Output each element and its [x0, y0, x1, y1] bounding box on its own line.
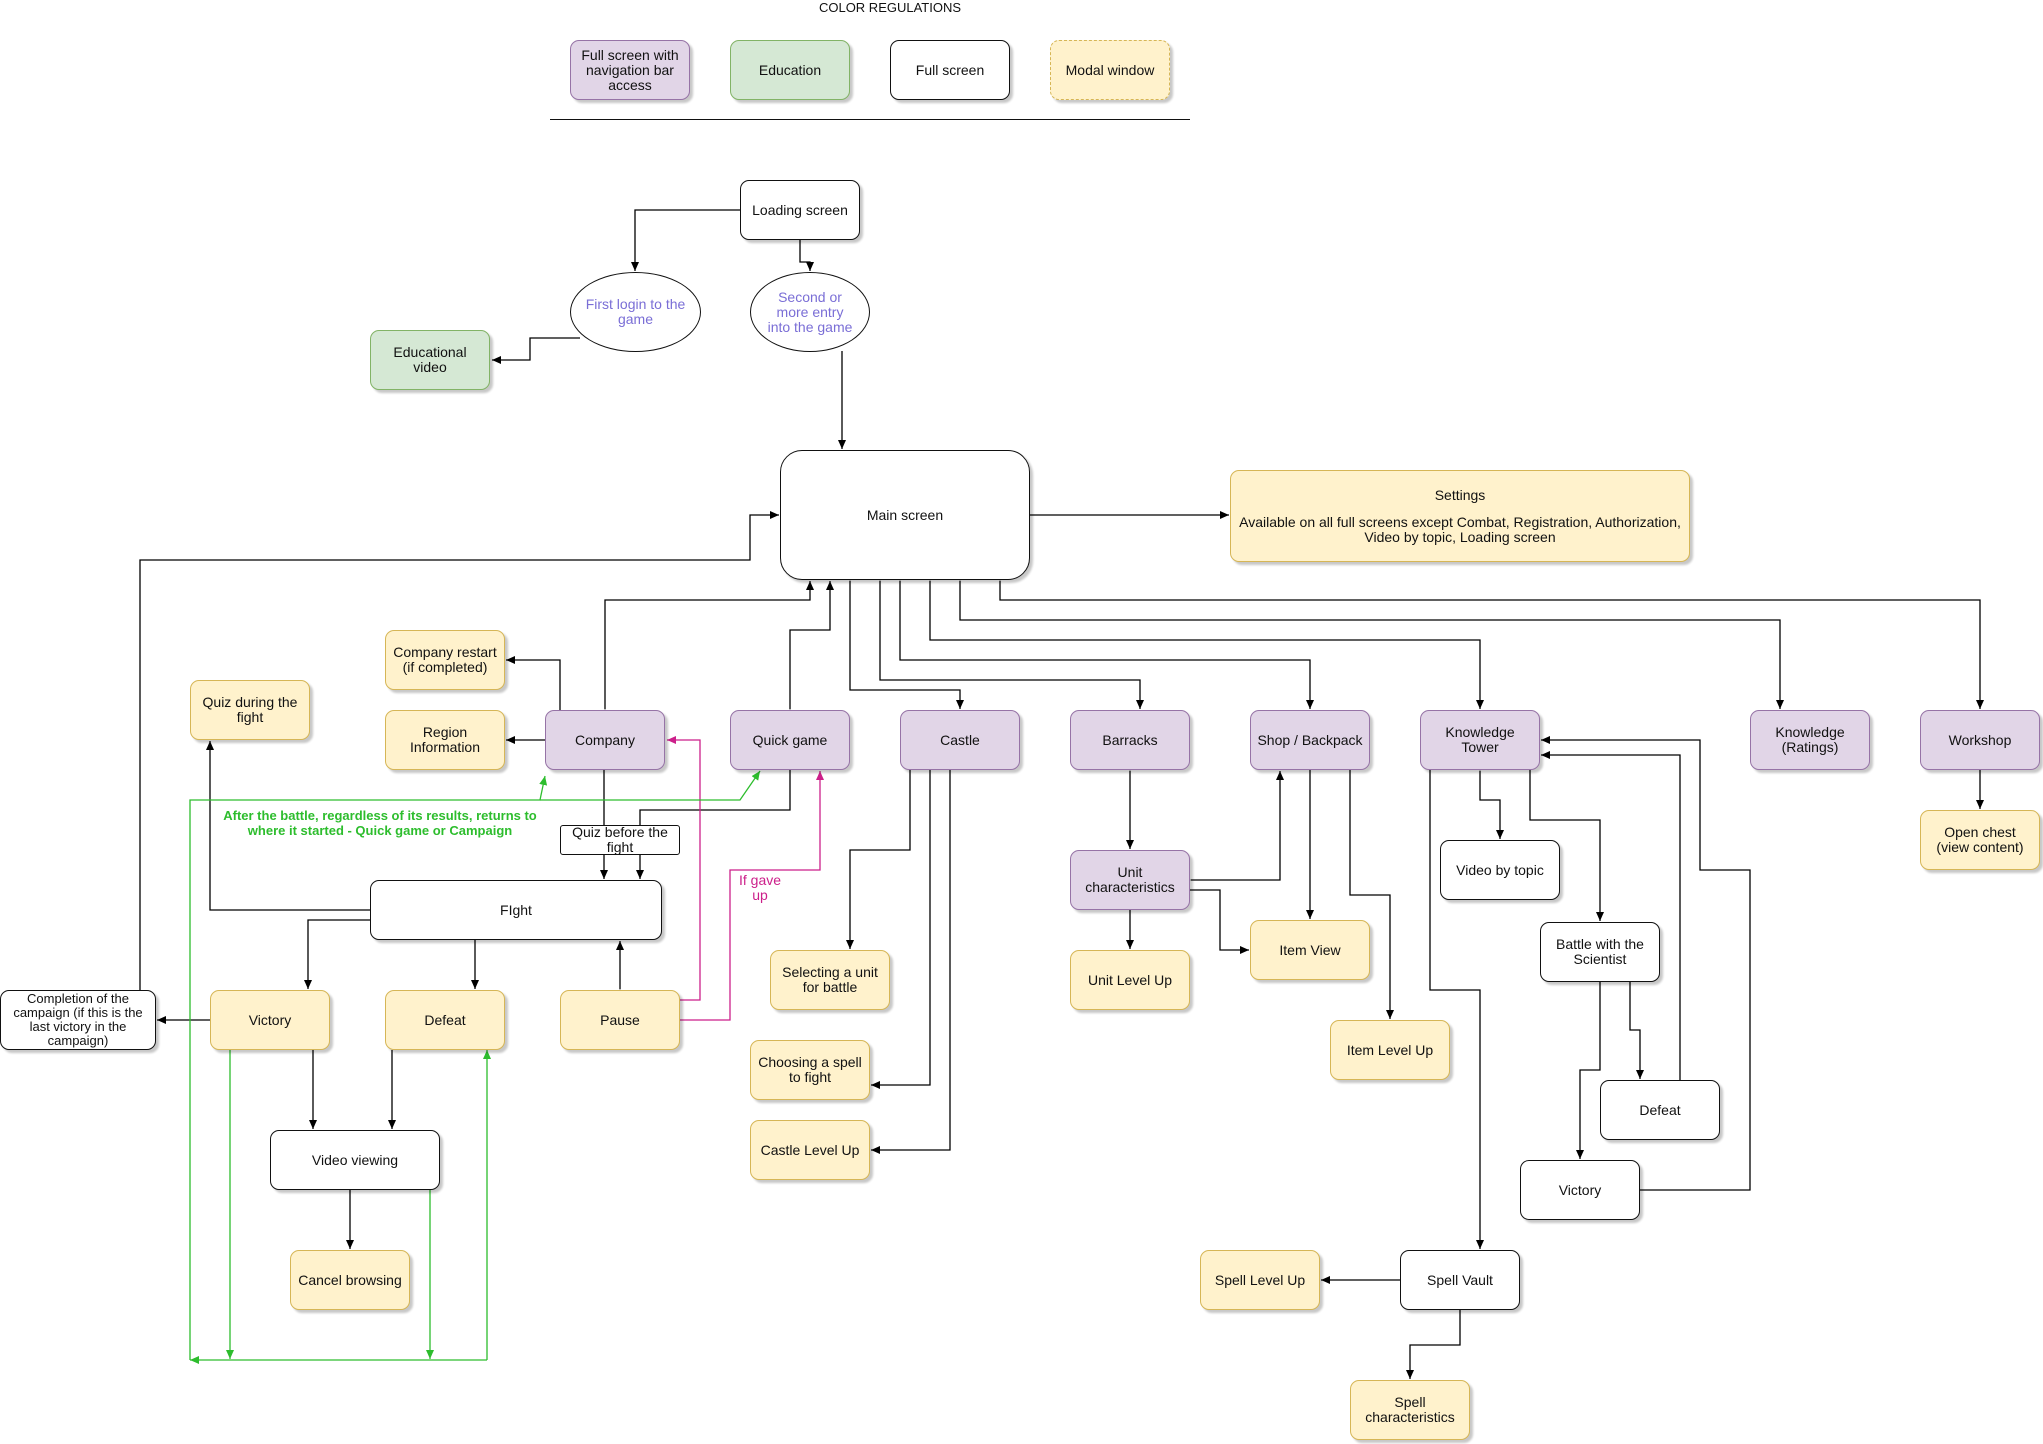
loading-screen-node: Loading screen: [740, 180, 860, 240]
open-chest-node: Open chest (view content): [1920, 810, 2040, 870]
edge-first-login-edu-video: [492, 337, 580, 364]
second-entry-node: Second or more entry into the game: [750, 272, 870, 352]
video-viewing-node: Video viewing: [270, 1130, 440, 1190]
edge-main-company: [601, 581, 814, 718]
select-unit-node: Selecting a unit for battle: [770, 950, 890, 1010]
victory-node: Victory: [210, 990, 330, 1050]
edge-tower-video-topic: [1476, 762, 1504, 839]
spell-level-up-node: Spell Level Up: [1200, 1250, 1320, 1310]
edge-castle-choose-spell: [871, 770, 931, 1089]
edge-vault-spell-chars: [1406, 1310, 1461, 1379]
spell-vault-node: Spell Vault: [1400, 1250, 1520, 1310]
edge-pause-quick-game: [680, 771, 824, 1021]
settings-node: Settings Available on all full screens e…: [1230, 470, 1690, 562]
edge-victory-tower: [1541, 736, 1751, 1191]
edge-castle-select-unit: [846, 770, 911, 949]
edge-defeat-tower: [1541, 751, 1681, 1080]
edge-battle-victory: [1576, 982, 1601, 1159]
edge-unit-chars-shop: [1182, 771, 1284, 884]
pause-node: Pause: [560, 990, 680, 1050]
settings-title: Settings: [1434, 486, 1486, 503]
scientist-victory-node: Victory: [1520, 1160, 1640, 1220]
main-screen-node: Main screen: [780, 450, 1030, 580]
first-login-node: First login to the game: [570, 272, 701, 352]
edge-company-restart: [506, 656, 561, 710]
defeat-node: Defeat: [385, 990, 505, 1050]
knowledge-tower-node: Knowledge Tower: [1420, 710, 1540, 770]
quiz-during-fight-node: Quiz during the fight: [190, 680, 310, 740]
campaign-completion-node: Completion of the campaign (if this is t…: [0, 990, 156, 1050]
fight-node: FIght: [370, 880, 662, 940]
castle-node: Castle: [900, 710, 1020, 770]
edge-main-castle: [846, 572, 964, 709]
workshop-node: Workshop: [1920, 710, 2040, 770]
battle-scientist-node: Battle with the Scientist: [1540, 922, 1660, 982]
item-view-node: Item View: [1250, 920, 1370, 980]
edge-unit-chars-item-view: [1190, 889, 1249, 954]
cancel-browsing-node: Cancel browsing: [290, 1250, 410, 1310]
scientist-defeat-node: Defeat: [1600, 1080, 1720, 1140]
edge-castle-level-up: [871, 770, 951, 1154]
edge-main-workshop: [996, 572, 1984, 709]
edge-pause-company: [667, 736, 701, 1001]
quiz-before-fight-node: Quiz before the fight: [560, 825, 680, 855]
legend-title: COLOR REGULATIONS: [818, 0, 962, 15]
settings-description: Available on all full screens except Com…: [1239, 513, 1681, 545]
item-level-up-node: Item Level Up: [1330, 1020, 1450, 1080]
legend-divider: [550, 119, 1190, 120]
educational-video-node: Educational video: [370, 330, 490, 390]
barracks-node: Barracks: [1070, 710, 1190, 770]
quick-game-node: Quick game: [730, 710, 850, 770]
region-information-node: Region Information: [385, 710, 505, 770]
edge-return-company: [189, 775, 548, 1360]
legend-item-full-screen: Full screen: [890, 40, 1010, 100]
unit-level-up-node: Unit Level Up: [1070, 950, 1190, 1010]
edge-completion-main: [139, 511, 779, 990]
legend-item-education: Education: [730, 40, 850, 100]
legend-item-modal: Modal window: [1050, 40, 1170, 100]
legend-item-nav-screen: Full screen with navigation bar access: [570, 40, 690, 100]
castle-level-up-node: Castle Level Up: [750, 1120, 870, 1180]
spell-characteristics-node: Spell characteristics: [1350, 1380, 1470, 1440]
edge-loading-first-login: [631, 209, 740, 271]
edge-shop-item-level: [1349, 770, 1394, 1019]
knowledge-ratings-node: Knowledge (Ratings): [1750, 710, 1870, 770]
company-restart-node: Company restart (if completed): [385, 630, 505, 690]
video-by-topic-node: Video by topic: [1440, 840, 1560, 900]
shop-backpack-node: Shop / Backpack: [1250, 710, 1370, 770]
edge-tower-battle: [1529, 770, 1604, 921]
edge-main-quick-game: [786, 581, 834, 718]
unit-characteristics-node: Unit characteristics: [1070, 850, 1190, 910]
edge-battle-defeat: [1629, 982, 1644, 1079]
gave-up-annotation: If gave up: [738, 872, 782, 903]
edge-fight-quiz-during: [206, 741, 370, 911]
edge-tower-spell-vault: [1429, 770, 1484, 1249]
edge-loading-second-entry: [799, 240, 814, 271]
after-battle-annotation: After the battle, regardless of its resu…: [223, 808, 537, 838]
choose-spell-node: Choosing a spell to fight: [750, 1040, 870, 1100]
company-node: Company: [545, 710, 665, 770]
edge-return-quick-game: [540, 770, 761, 801]
edge-fight-victory: [304, 919, 370, 989]
